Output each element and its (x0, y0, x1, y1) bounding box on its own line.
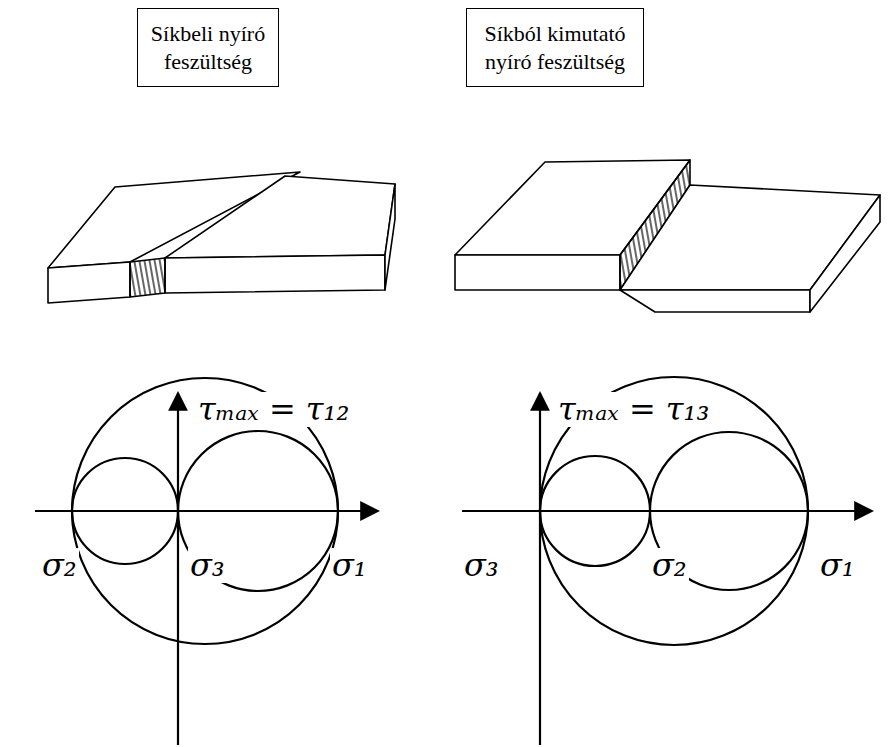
in-plane-shear-specimen (48, 172, 395, 303)
sigma-axis (35, 510, 378, 512)
sigma-axis (462, 510, 872, 512)
title-box: Síkból kimutató nyíró feszültség (466, 8, 644, 87)
crack-face (130, 258, 165, 297)
out-of-plane-shear-specimen (455, 160, 880, 312)
mohr-circles-right (462, 377, 872, 745)
plate-top (165, 176, 395, 258)
sigma-label: σ₃ (462, 548, 501, 583)
sigma-label: σ₂ (650, 548, 689, 583)
plate-front (48, 262, 130, 303)
plate-front (620, 290, 810, 312)
plate-front (165, 255, 385, 293)
plate-side (810, 195, 880, 312)
sigma-label: σ₃ (188, 548, 227, 583)
sigma-label: σ₁ (330, 548, 369, 583)
box-title: Síkbeli nyíró feszültség (146, 20, 270, 75)
mohr-circle (540, 456, 650, 566)
tau-max-label: τₘₐₓ = τ₁₃ (556, 392, 711, 427)
mohr-circle (178, 431, 338, 591)
mohr-circle (540, 377, 808, 645)
tau-axis (177, 393, 179, 745)
plate-top (620, 185, 880, 290)
tau-max-label: τₘₐₓ = τ₁₂ (196, 392, 351, 427)
box-title: Síkból kimutató nyíró feszültség (475, 20, 635, 75)
sigma-label: σ₁ (818, 548, 857, 583)
plate-front (455, 255, 620, 290)
tau-axis (539, 393, 541, 745)
mohr-circle (72, 458, 178, 564)
plate-side (385, 184, 395, 290)
title-box: Síkbeli nyíró feszültség (137, 8, 279, 87)
sigma-label: σ₂ (40, 548, 79, 583)
mohr-circle (650, 432, 808, 590)
mohr-circles-left (35, 378, 378, 745)
